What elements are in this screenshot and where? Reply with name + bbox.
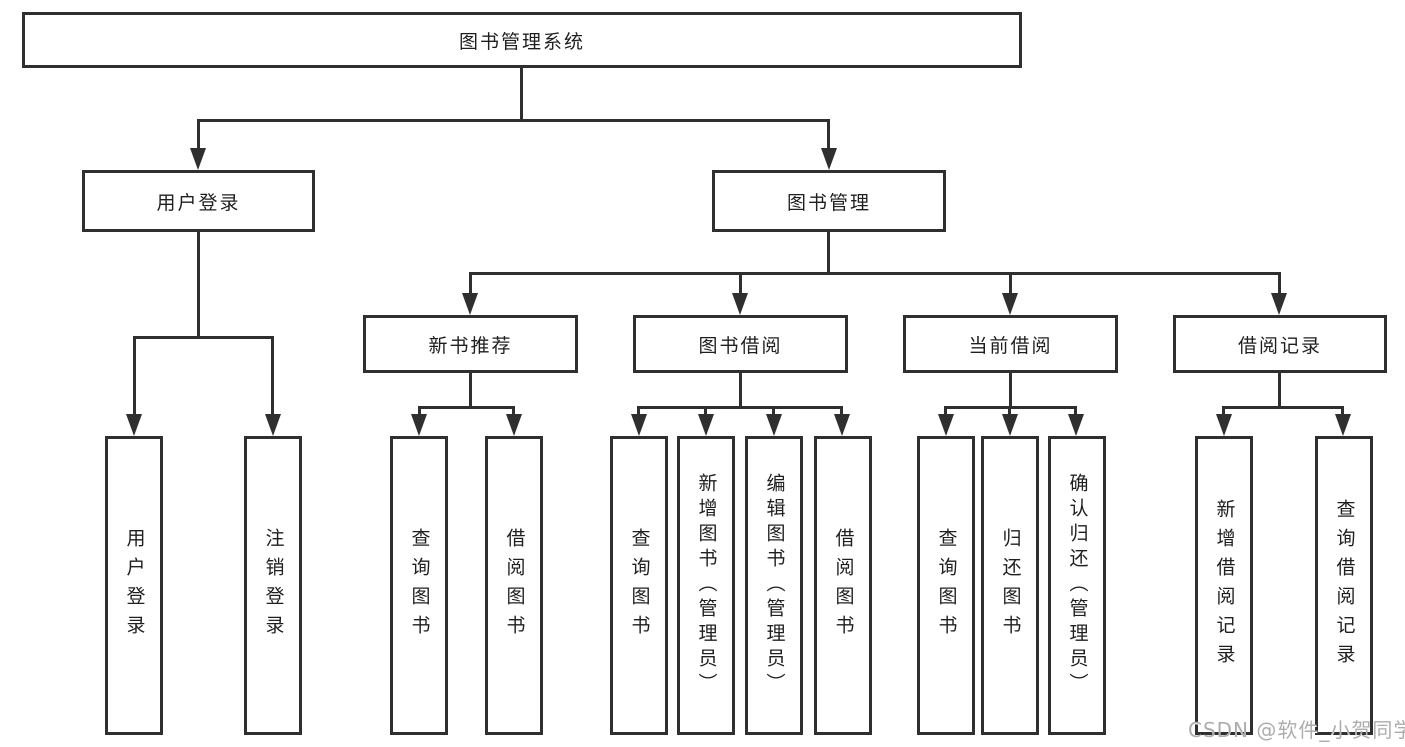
connector [1278,272,1281,296]
leaf-query-book-current-label: 查询图书 [935,527,958,644]
leaf-logout: 注销登录 [244,436,302,735]
leaf-return-book-label: 归还图书 [999,527,1022,644]
leaf-return-book: 归还图书 [981,436,1039,735]
connector [133,336,136,416]
connector [197,119,200,151]
leaf-user-login-label: 用户登录 [123,527,146,644]
node-book-borrow: 图书借阅 [633,315,848,373]
arrow-down-icon [834,414,850,436]
connector [840,406,843,416]
leaf-add-book-admin-label: 新增图书（管理员） [695,473,718,698]
arrow-down-icon [1335,414,1351,436]
arrow-down-icon [1271,293,1287,315]
connector [827,119,830,151]
arrow-down-icon [265,414,281,436]
arrow-down-icon [506,414,522,436]
leaf-add-borrow-record: 新增借阅记录 [1195,436,1253,735]
node-book-management-label: 图书管理 [786,191,871,214]
connector [637,406,843,409]
node-user-login-label: 用户登录 [156,191,241,214]
leaf-query-borrow-record-label: 查询借阅记录 [1333,498,1356,673]
leaf-edit-book-admin: 编辑图书（管理员） [745,436,803,735]
connector [1341,406,1344,416]
connector [739,272,742,296]
connector [1008,406,1011,416]
connector [1222,406,1343,409]
connector [469,272,472,296]
arrow-down-icon [766,414,782,436]
node-root: 图书管理系统 [22,12,1022,68]
connector [520,68,523,121]
leaf-add-borrow-record-label: 新增借阅记录 [1213,498,1236,673]
arrow-down-icon [631,414,647,436]
connector [637,406,640,416]
connector [418,406,421,416]
connector [827,232,830,272]
node-borrow-record: 借阅记录 [1173,315,1387,373]
leaf-query-book-borrow: 查询图书 [610,436,668,735]
leaf-confirm-return-admin-label: 确认归还（管理员） [1066,473,1089,698]
connector [1009,373,1012,406]
connector [469,272,1280,275]
node-new-book-recommend-label: 新书推荐 [428,334,513,357]
arrow-down-icon [411,414,427,436]
arrow-down-icon [1002,414,1018,436]
leaf-borrow-book-recommend: 借阅图书 [485,436,543,735]
leaf-user-login: 用户登录 [105,436,163,735]
connector [1074,406,1077,416]
connector [271,336,274,416]
connector [133,336,274,339]
leaf-confirm-return-admin: 确认归还（管理员） [1048,436,1106,735]
leaf-borrow-book-label: 借阅图书 [832,527,855,644]
arrow-down-icon [190,148,206,170]
node-user-login: 用户登录 [82,170,315,232]
node-current-borrow: 当前借阅 [903,315,1118,373]
leaf-borrow-book-recommend-label: 借阅图书 [503,527,526,644]
connector [944,406,947,416]
leaf-borrow-book: 借阅图书 [814,436,872,735]
leaf-logout-label: 注销登录 [262,527,285,644]
node-new-book-recommend: 新书推荐 [363,315,578,373]
connector [739,373,742,406]
arrow-down-icon [938,414,954,436]
csdn-watermark: CSDN @软件_小贺同学 [1188,718,1405,742]
node-current-borrow-label: 当前借阅 [968,334,1053,357]
arrow-down-icon [126,414,142,436]
leaf-query-book-borrow-label: 查询图书 [628,527,651,644]
connector [704,406,707,416]
arrow-down-icon [1068,414,1084,436]
node-book-management: 图书管理 [712,170,946,232]
connector [772,406,775,416]
leaf-query-book-current: 查询图书 [917,436,975,735]
leaf-query-borrow-record: 查询借阅记录 [1315,436,1373,735]
arrow-down-icon [462,293,478,315]
connector [197,119,830,122]
connector [512,406,515,416]
leaf-edit-book-admin-label: 编辑图书（管理员） [763,473,786,698]
connector [1278,373,1281,406]
arrow-down-icon [1216,414,1232,436]
connector [418,406,515,409]
arrow-down-icon [698,414,714,436]
leaf-add-book-admin: 新增图书（管理员） [677,436,735,735]
arrow-down-icon [1002,293,1018,315]
leaf-query-book-recommend-label: 查询图书 [408,527,431,644]
connector [1222,406,1225,416]
arrow-down-icon [821,148,837,170]
connector [1009,272,1012,296]
node-borrow-record-label: 借阅记录 [1237,334,1322,357]
arrow-down-icon [732,293,748,315]
node-book-borrow-label: 图书借阅 [698,334,783,357]
leaf-query-book-recommend: 查询图书 [390,436,448,735]
node-root-label: 图书管理系统 [458,30,585,53]
connector [469,373,472,406]
connector [197,232,200,336]
